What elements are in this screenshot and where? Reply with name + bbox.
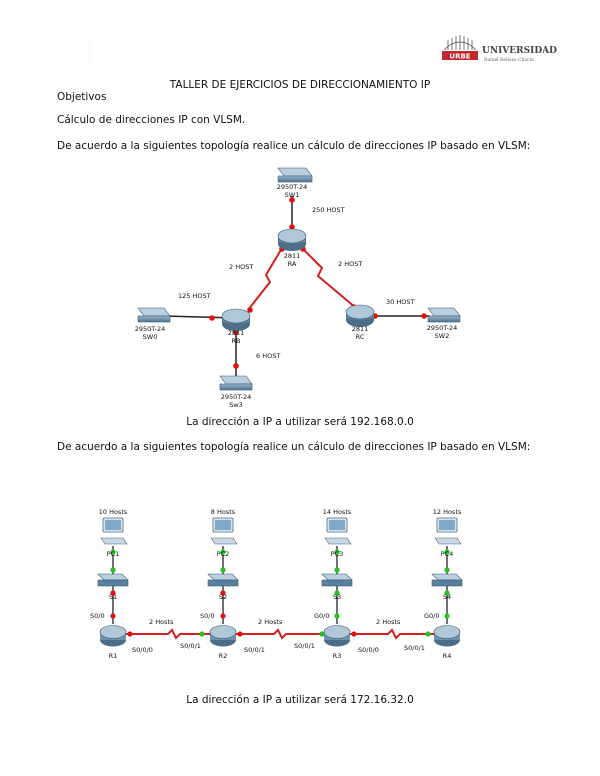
s4-name-label: S4 [443,593,451,601]
university-subtitle: Rafael Belloso Chacín [484,58,534,63]
r2-r3-link-label: 2 Hosts [258,618,283,626]
pc1-name-label: PC1 [107,550,120,558]
university-logo: URBE UNIVERSIDAD Rafael Belloso Chacín [440,28,557,68]
r4-serial-label: S0/0/1 [404,644,425,652]
s1-name-label: S1 [109,593,117,601]
router-rb[interactable] [221,308,251,331]
r2-serial-right-label: S0/0/1 [244,646,265,654]
s2-name-label: S2 [219,593,227,601]
sw3-hosts-label: 6 HOST [256,352,280,360]
switch-s1[interactable] [97,573,129,587]
topology-2-serial-links [125,628,435,640]
r3-r4-link-label: 2 Hosts [376,618,401,626]
r3-lan-port-label: G0/0 [314,612,330,620]
ra-rc-link-label: 2 HOST [338,260,362,268]
ra-rb-link-label: 2 HOST [229,263,253,271]
r3-serial-left-label: S0/0/1 [294,642,315,650]
svg-text:URBE: URBE [449,53,470,61]
r2-lan-port-label: S0/0 [200,612,215,620]
pc4-hosts-label: 12 Hosts [433,508,462,516]
instruction-topology-2: De acuerdo a la siguientes topología rea… [57,441,531,453]
rc-model-label: 2811 [352,325,369,333]
left-logo-watermark [58,36,90,66]
switch-sw3[interactable] [219,375,253,391]
ra-model-label: 2811 [284,252,301,260]
switch-sw1[interactable] [277,167,313,183]
sw1-name-label: SW1 [285,191,300,199]
pc-2[interactable] [210,517,238,545]
router-r2[interactable] [209,625,237,647]
objectives-heading: Objetivos [57,91,107,103]
pc-4[interactable] [434,517,462,545]
sw0-model-label: 2950T-24 [135,325,166,333]
switch-s3[interactable] [321,573,353,587]
rb-model-label: 2811 [228,329,245,337]
address-topology-1: La dirección a IP a utilizar será 192.16… [186,416,414,428]
r1-r2-link-label: 2 Hosts [149,618,174,626]
ra-name-label: RA [288,260,297,268]
r1-lan-port-label: S0/0 [90,612,105,620]
pc2-hosts-label: 8 Hosts [211,508,236,516]
sw3-model-label: 2950T-24 [221,393,252,401]
address-topology-2: La dirección a IP a utilizar será 172.16… [186,694,414,706]
r3-name-label: R3 [333,652,342,660]
router-rc[interactable] [345,304,375,327]
sw0-name-label: SW0 [143,333,158,341]
university-name: UNIVERSIDAD [482,46,557,56]
switch-sw0[interactable] [137,307,171,323]
sw3-name-label: Sw3 [229,401,243,409]
objective-text: Cálculo de direcciones IP con VLSM. [57,114,246,126]
sw2-hosts-label: 30 HOST [386,298,414,306]
rc-name-label: RC [356,333,365,341]
r3-serial-right-label: S0/0/0 [358,646,379,654]
topology-2-ports [110,549,450,637]
router-r4[interactable] [433,625,461,647]
rb-name-label: RB [232,337,241,345]
r4-lan-port-label: G0/0 [424,612,440,620]
s3-name-label: S3 [333,593,341,601]
instruction-topology-1: De acuerdo a la siguientes topología rea… [57,140,531,152]
university-seal-icon: URBE [442,35,478,61]
switch-sw2[interactable] [427,307,461,323]
r4-name-label: R4 [443,652,452,660]
sw1-model-label: 2950T-24 [277,183,308,191]
switch-s4[interactable] [431,573,463,587]
pc1-hosts-label: 10 Hosts [99,508,128,516]
sw0-hosts-label: 125 HOST [178,292,211,300]
pc2-name-label: PC2 [217,550,230,558]
router-r3[interactable] [323,625,351,647]
pc-3[interactable] [324,517,352,545]
router-r1[interactable] [99,625,127,647]
r2-name-label: R2 [219,652,228,660]
pc4-name-label: PC4 [441,550,454,558]
r1-serial-label: S0/0/0 [132,646,153,654]
pc3-name-label: PC3 [331,550,344,558]
r2-serial-left-label: S0/0/1 [180,642,201,650]
switch-s2[interactable] [207,573,239,587]
r1-name-label: R1 [109,652,118,660]
pc3-hosts-label: 14 Hosts [323,508,352,516]
router-ra[interactable] [277,228,307,251]
sw1-hosts-label: 250 HOST [312,206,345,214]
sw2-name-label: SW2 [435,332,450,340]
document-title: TALLER DE EJERCICIOS DE DIRECCIONAMIENTO… [169,79,431,91]
sw2-model-label: 2950T-24 [427,324,458,332]
pc-1[interactable] [100,517,128,545]
